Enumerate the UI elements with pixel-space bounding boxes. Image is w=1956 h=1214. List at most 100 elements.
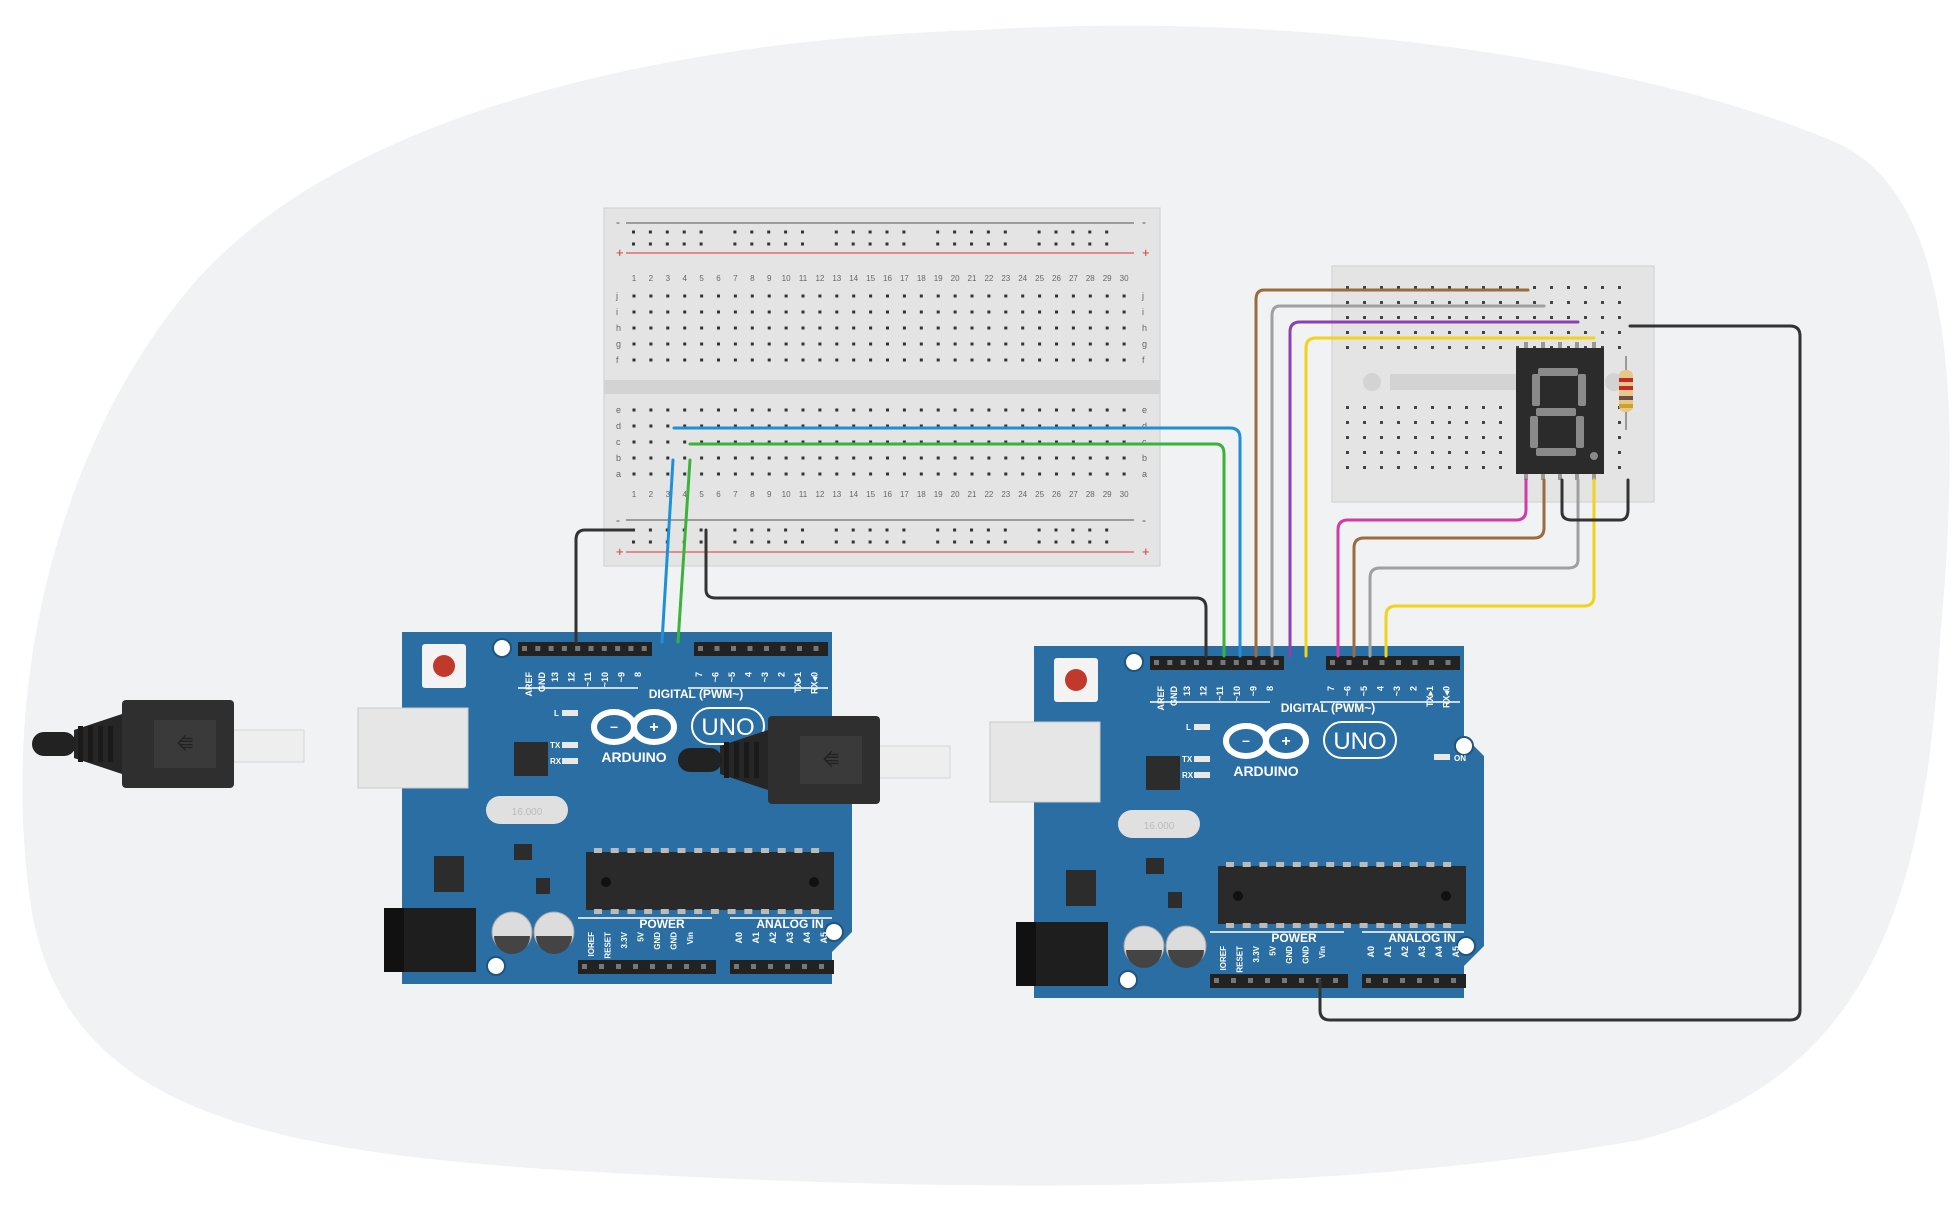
mini-hole[interactable]: [1397, 331, 1400, 334]
header-pin[interactable]: [1400, 978, 1405, 983]
breadboard-hole[interactable]: [733, 456, 737, 460]
breadboard-hole[interactable]: [767, 472, 771, 476]
rail-hole[interactable]: [1088, 242, 1092, 246]
breadboard-hole[interactable]: [1055, 310, 1058, 314]
breadboard-hole[interactable]: [1038, 456, 1042, 460]
breadboard-hole[interactable]: [936, 472, 940, 476]
mini-hole[interactable]: [1414, 421, 1417, 424]
breadboard-hole[interactable]: [750, 424, 754, 428]
breadboard-hole[interactable]: [1021, 424, 1025, 428]
mini-hole[interactable]: [1397, 301, 1400, 304]
breadboard-hole[interactable]: [1105, 440, 1109, 444]
header-pin[interactable]: [1154, 660, 1159, 665]
breadboard-hole[interactable]: [936, 326, 940, 330]
header-pin[interactable]: [1260, 660, 1266, 665]
breadboard-hole[interactable]: [632, 358, 636, 362]
wire-yellow-top[interactable]: [1304, 336, 1596, 658]
rail-hole[interactable]: [750, 540, 754, 544]
breadboard-hole[interactable]: [919, 408, 923, 412]
breadboard-hole[interactable]: [919, 456, 923, 460]
header-pin[interactable]: [1265, 978, 1270, 983]
breadboard-hole[interactable]: [1088, 326, 1092, 330]
mini-hole[interactable]: [1499, 466, 1502, 469]
breadboard-hole[interactable]: [936, 310, 940, 314]
header-pin[interactable]: [1363, 660, 1368, 665]
mini-hole[interactable]: [1465, 466, 1468, 469]
mini-hole[interactable]: [1414, 466, 1417, 469]
rail-hole[interactable]: [784, 230, 788, 234]
rail-hole[interactable]: [632, 540, 635, 544]
breadboard-hole[interactable]: [835, 310, 839, 314]
mini-hole[interactable]: [1516, 286, 1519, 289]
breadboard-hole[interactable]: [1071, 456, 1075, 460]
breadboard-hole[interactable]: [936, 294, 940, 298]
header-pin[interactable]: [1167, 660, 1173, 665]
breadboard-hole[interactable]: [750, 440, 754, 444]
breadboard-hole[interactable]: [987, 408, 991, 412]
mini-hole[interactable]: [1397, 406, 1400, 409]
breadboard-hole[interactable]: [886, 456, 889, 460]
header-pin[interactable]: [731, 646, 736, 651]
breadboard-hole[interactable]: [1122, 294, 1126, 298]
breadboard-hole[interactable]: [1021, 408, 1025, 412]
rail-hole[interactable]: [936, 242, 940, 246]
rail-hole[interactable]: [767, 242, 771, 246]
breadboard-hole[interactable]: [919, 342, 923, 346]
rail-hole[interactable]: [936, 540, 940, 544]
breadboard-hole[interactable]: [902, 358, 906, 362]
breadboard-hole[interactable]: [649, 456, 653, 460]
breadboard-hole[interactable]: [750, 326, 754, 330]
breadboard-hole[interactable]: [852, 326, 856, 330]
breadboard-hole[interactable]: [835, 326, 839, 330]
breadboard-hole[interactable]: [987, 310, 991, 314]
breadboard-hole[interactable]: [818, 408, 822, 412]
breadboard-hole[interactable]: [717, 342, 720, 346]
mini-hole[interactable]: [1584, 286, 1587, 289]
header-pin[interactable]: [1330, 660, 1335, 665]
wire-purple-top[interactable]: [1288, 320, 1580, 658]
mini-hole[interactable]: [1499, 436, 1502, 439]
mini-hole[interactable]: [1584, 331, 1587, 334]
mini-hole[interactable]: [1431, 301, 1434, 304]
breadboard-hole[interactable]: [801, 456, 805, 460]
header-pin[interactable]: [1396, 660, 1401, 665]
breadboard-hole[interactable]: [886, 342, 889, 346]
mini-hole[interactable]: [1550, 316, 1553, 319]
breadboard-hole[interactable]: [700, 358, 704, 362]
rail-hole[interactable]: [1003, 230, 1007, 234]
rail-hole[interactable]: [851, 230, 855, 234]
breadboard-hole[interactable]: [1122, 358, 1126, 362]
mini-hole[interactable]: [1465, 421, 1468, 424]
breadboard-hole[interactable]: [1021, 310, 1025, 314]
breadboard-hole[interactable]: [1038, 358, 1042, 362]
breadboard-hole[interactable]: [987, 358, 991, 362]
breadboard-hole[interactable]: [902, 310, 906, 314]
breadboard-hole[interactable]: [970, 424, 974, 428]
rail-hole[interactable]: [733, 528, 737, 532]
breadboard-hole[interactable]: [666, 408, 670, 412]
breadboard-hole[interactable]: [835, 472, 839, 476]
breadboard-hole[interactable]: [666, 326, 670, 330]
breadboard-hole[interactable]: [801, 440, 805, 444]
mini-hole[interactable]: [1618, 436, 1621, 439]
mini-hole[interactable]: [1499, 406, 1502, 409]
mini-hole[interactable]: [1397, 451, 1400, 454]
breadboard-hole[interactable]: [953, 326, 957, 330]
breadboard-hole[interactable]: [919, 294, 923, 298]
breadboard-hole[interactable]: [767, 294, 771, 298]
header-pin[interactable]: [1299, 978, 1304, 983]
breadboard-hole[interactable]: [700, 342, 704, 346]
breadboard-hole[interactable]: [902, 456, 906, 460]
breadboard-hole[interactable]: [869, 358, 873, 362]
mini-hole[interactable]: [1346, 301, 1349, 304]
rail-hole[interactable]: [970, 528, 973, 532]
breadboard-hole[interactable]: [784, 310, 788, 314]
breadboard-hole[interactable]: [801, 358, 805, 362]
mini-hole[interactable]: [1431, 451, 1434, 454]
breadboard-hole[interactable]: [683, 456, 687, 460]
breadboard-hole[interactable]: [902, 294, 906, 298]
breadboard-hole[interactable]: [1071, 472, 1075, 476]
rail-hole[interactable]: [750, 242, 754, 246]
header-pin[interactable]: [633, 964, 638, 969]
